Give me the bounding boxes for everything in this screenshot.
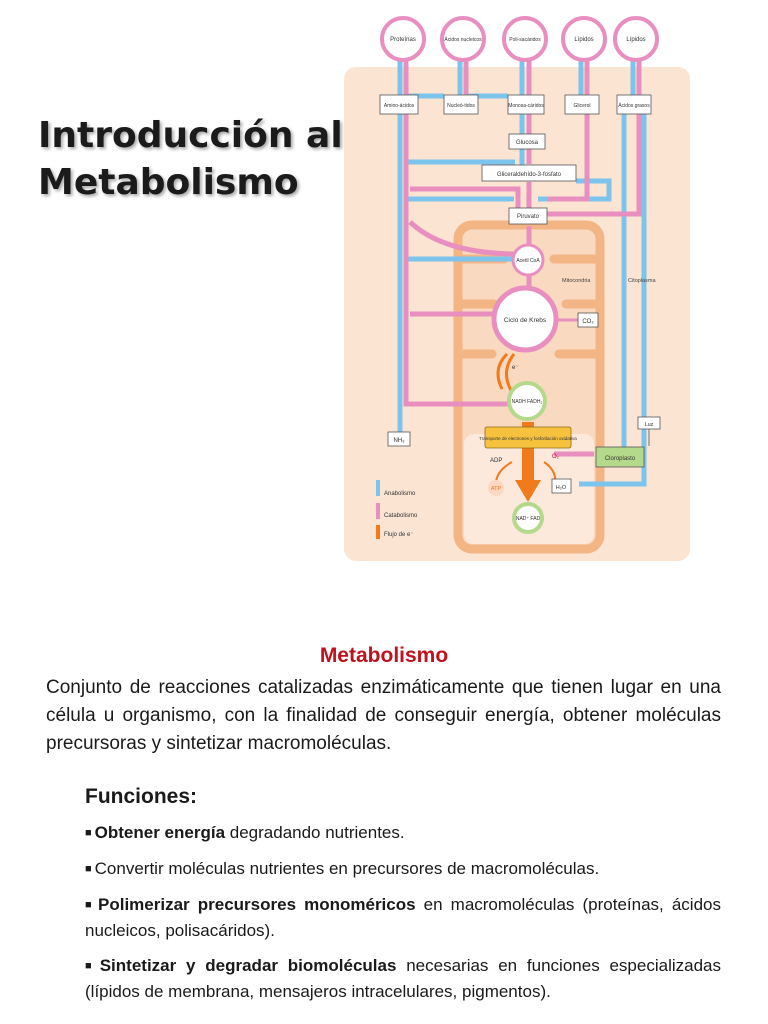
metabolism-diagram: Proteínas Ácidos nucleicos Poli-sacárido… [344,14,690,561]
function-text: Convertir moléculas nutrientes en precur… [94,859,600,878]
section-heading: Metabolismo [319,644,449,667]
monomer-boxes [379,94,652,115]
box-piruvato [508,207,548,225]
label-o2: O₂ [552,454,560,460]
function-bold: Polimerizar precursores monoméricos [98,895,416,914]
function-bold: Obtener energía [94,823,226,842]
box-gliceraldehido [481,164,577,182]
bullet-icon: ■ [85,863,92,875]
box-cloroplasto [595,446,645,468]
function-item: ■Sintetizar y degradar biomoléculas nece… [85,953,721,1004]
diagram-legend: Anabolismo Catabolismo Flujo de e⁻ [376,480,418,539]
legend-swatch-catabolismo [376,503,380,519]
box-h2o [551,478,572,494]
function-text: necesarias en funciones especializadas (… [85,956,721,1001]
node-lipidos-1: Lípidos [574,37,593,43]
title-line-2: Metabolismo [38,162,299,203]
bullet-icon: ■ [85,827,92,839]
box-monosacaridos: Monosa-cáridos [508,103,544,109]
label-adp: ADP [490,458,502,464]
intro-paragraph: Conjunto de reacciones catalizadas enzim… [46,677,721,754]
legend-catabolismo: Catabolismo [384,513,418,519]
top-nodes [380,16,659,62]
node-nadh [507,381,547,421]
label-citoplasma: Citoplasma [628,278,656,284]
label-nh3: NH₃ [393,438,405,444]
function-item: ■Convertir moléculas nutrientes en precu… [85,856,721,882]
function-text: degradando nutrientes. [225,823,405,842]
box-glucosa [508,133,546,150]
function-text: en macromoléculas (proteínas, ácidos nuc… [85,895,721,940]
label-electron: e⁻ [512,365,519,371]
bullet-icon: ■ [85,960,97,972]
box-glicerol: Glicerol [574,103,591,109]
catabolism-paths [403,59,642,457]
label-cloroplasto: Cloroplasto [605,456,636,462]
function-item: ■Obtener energía degradando nutrientes. [85,820,721,846]
legend-flujo-electrones: Flujo de e⁻ [384,532,414,538]
function-bold: Sintetizar y degradar biomoléculas [99,956,397,975]
label-glucosa: Glucosa [516,140,539,146]
label-acetil-coa: Acetil CoA [516,258,540,264]
label-transporte: Transporte de electrones y fosforilación… [479,436,577,441]
legend-swatch-anabolismo [376,480,380,496]
metabolism-diagram-svg: Proteínas Ácidos nucleicos Poli-sacárido… [344,16,690,561]
node-polisacaridos: Poli-sacáridos [509,37,541,43]
label-co2: CO₂ [582,319,594,325]
node-lipidos-2: Lípidos [626,37,645,43]
label-h2o: H₂O [556,485,567,491]
node-atp [488,480,504,496]
legend-anabolismo: Anabolismo [384,491,416,497]
node-acidos-nucleicos: Ácidos nucleicos [444,36,482,43]
function-item: ■Polimerizar precursores monoméricos en … [85,892,721,943]
legend-swatch-flujo-electrones [376,525,380,539]
node-acetil-coa [511,243,545,277]
label-nadh: NADH FADH₂ [512,399,543,405]
box-nh3 [387,431,411,447]
label-nad: NAD⁺ FAD [516,516,541,522]
node-nad [512,502,544,534]
label-atp: ATP [491,486,502,492]
label-piruvato: Piruvato [517,214,540,220]
box-transporte-electrones [484,426,572,449]
bullet-icon: ■ [85,899,96,911]
box-aminoacidos: Amino-ácidos [384,103,415,109]
box-co2 [577,312,599,328]
slide-title: Introducción al Metabolismo [38,112,343,206]
box-nucleotidos: Nucleó-tidos [447,103,475,109]
functions-list: ■Obtener energía degradando nutrientes. … [85,820,721,1014]
node-proteinas: Proteínas [390,37,416,43]
label-ciclo-krebs: Ciclo de Krebs [504,317,547,324]
functions-heading: Funciones: [85,785,198,808]
title-line-1: Introducción al [38,115,343,156]
box-acidos-grasos: Ácidos grasos [618,102,650,109]
label-luz: Luz [645,422,654,428]
label-gliceraldehido: Gliceraldehído-3-fosfato [497,172,562,178]
label-mitocondria: Mitocondria [562,278,591,284]
